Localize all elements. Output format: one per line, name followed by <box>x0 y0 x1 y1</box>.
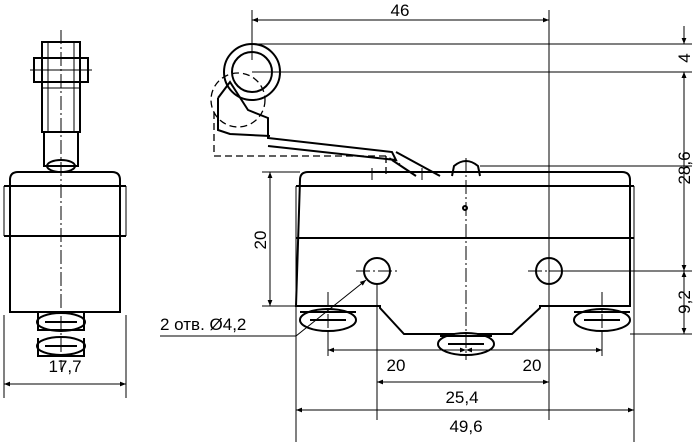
dim-pitch-left: 20 <box>387 356 406 375</box>
body-mark <box>462 205 468 211</box>
dimensions: 46 4 28,6 9,2 20 2 отв. Ø4,2 <box>160 1 694 442</box>
switch-body <box>294 171 631 335</box>
dim-holes: 2 отв. Ø4,2 <box>160 315 246 334</box>
dim-4: 4 <box>675 53 694 62</box>
roller-alt-position <box>210 72 266 128</box>
dim-20-vertical: 20 <box>251 231 270 250</box>
lever <box>217 80 398 162</box>
dim-9-2: 9,2 <box>675 290 694 314</box>
dim-side-width: 17,7 <box>48 357 81 376</box>
side-body <box>9 171 121 313</box>
dim-46: 46 <box>391 1 410 20</box>
dim-pitch-right: 20 <box>523 356 542 375</box>
front-view <box>210 43 635 360</box>
side-view: 17,7 <box>3 30 127 398</box>
dim-28-6: 28,6 <box>675 151 694 184</box>
dim-49-6: 49,6 <box>449 417 482 436</box>
dim-25-4: 25,4 <box>445 388 478 407</box>
